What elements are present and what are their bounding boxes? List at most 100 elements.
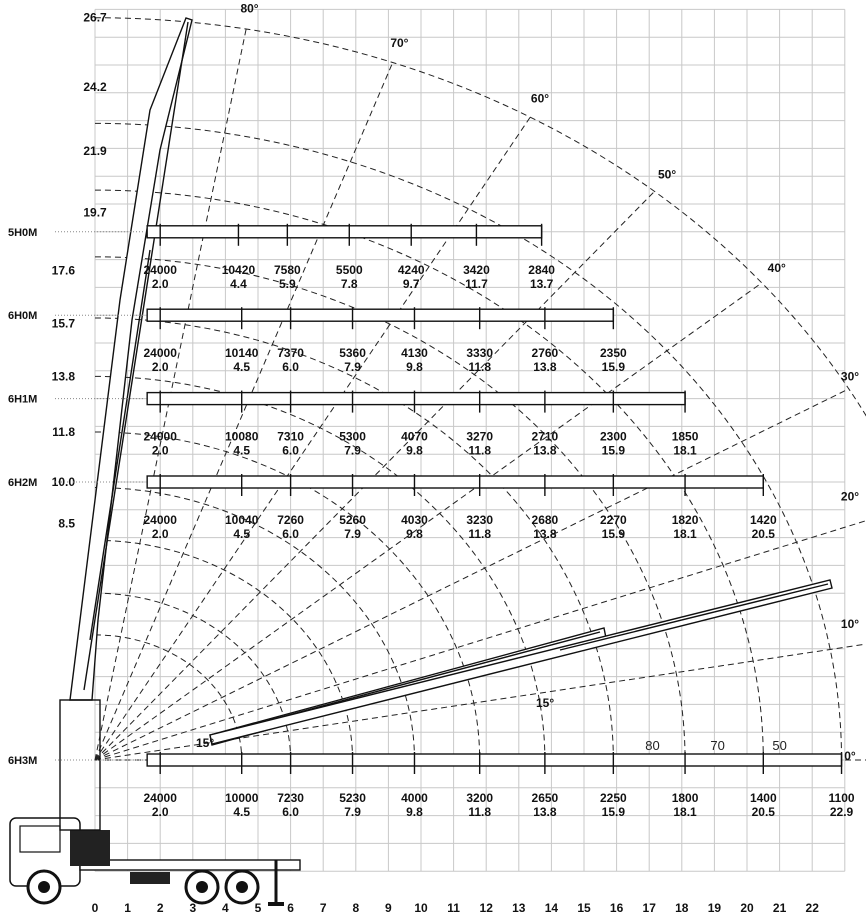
angle-label: 40° — [768, 261, 786, 275]
load-value: 2760 — [532, 346, 559, 360]
radius-value: 15.9 — [602, 805, 626, 819]
boom-section — [146, 308, 615, 322]
radius-value: 18.1 — [673, 444, 697, 458]
radius-arc — [94, 634, 243, 761]
height-label: 17.6 — [52, 264, 76, 278]
load-value: 7580 — [274, 263, 301, 277]
radius-value: 6.0 — [282, 805, 299, 819]
radius-arc — [94, 375, 546, 761]
radius-value: 15.9 — [602, 527, 626, 541]
load-value: 1100 — [829, 791, 855, 805]
radius-value: 7.9 — [344, 805, 361, 819]
x-tick-label: 6 — [287, 901, 294, 915]
x-tick-label: 8 — [352, 901, 359, 915]
config-label: 6H1M — [8, 394, 37, 406]
load-value: 10080 — [225, 430, 259, 444]
angle-ray — [94, 191, 655, 761]
extension-angle-label: 50 — [772, 738, 786, 753]
angle-label: 80° — [240, 2, 258, 16]
load-value: 2250 — [600, 791, 627, 805]
radius-arc — [94, 431, 481, 761]
x-tick-label: 3 — [189, 901, 196, 915]
radius-value: 9.7 — [403, 277, 420, 291]
angle-label: 0° — [844, 749, 856, 763]
load-value: 24000 — [144, 791, 178, 805]
radius-value: 6.0 — [282, 360, 299, 374]
load-value: 3270 — [466, 430, 493, 444]
radius-value: 18.1 — [673, 805, 697, 819]
load-value: 2350 — [600, 346, 627, 360]
load-value: 1800 — [672, 791, 699, 805]
radius-value: 5.9 — [279, 277, 296, 291]
angle-label: 30° — [841, 370, 859, 384]
radius-value: 7.9 — [344, 360, 361, 374]
radius-arc — [94, 592, 292, 761]
load-value: 7260 — [277, 513, 304, 527]
x-tick-label: 4 — [222, 901, 229, 915]
x-tick-label: 5 — [255, 901, 262, 915]
load-value: 2650 — [532, 791, 559, 805]
radius-value: 13.8 — [533, 444, 557, 458]
height-label: 8.5 — [58, 517, 75, 531]
height-label: 24.2 — [83, 80, 107, 94]
x-tick-label: 9 — [385, 901, 392, 915]
radius-value: 13.8 — [533, 805, 557, 819]
load-value: 4000 — [401, 791, 428, 805]
height-label: 15.7 — [52, 317, 76, 331]
height-label: 10.0 — [52, 475, 76, 489]
inclined-booms — [209, 579, 833, 746]
radius-value: 4.5 — [233, 805, 250, 819]
height-label: 19.7 — [83, 205, 107, 219]
radius-arc — [94, 256, 686, 761]
x-tick-label: 16 — [610, 901, 624, 915]
radius-value: 15.9 — [602, 360, 626, 374]
radius-arc — [94, 189, 764, 761]
radius-value: 2.0 — [152, 444, 169, 458]
load-value: 24000 — [144, 263, 178, 277]
x-tick-label: 13 — [512, 901, 526, 915]
horizontal-booms — [146, 223, 843, 774]
load-value: 4030 — [401, 513, 428, 527]
height-label: 11.8 — [52, 425, 75, 439]
angle-label: 60° — [531, 92, 549, 106]
angle-ray — [94, 62, 394, 761]
radius-value: 7.9 — [344, 527, 361, 541]
load-value: 2680 — [532, 513, 559, 527]
radius-value: 4.5 — [233, 444, 250, 458]
load-value: 7370 — [277, 346, 304, 360]
load-value: 2840 — [528, 263, 555, 277]
radius-value: 2.0 — [152, 360, 169, 374]
radius-value: 13.7 — [530, 277, 554, 291]
load-value: 7310 — [277, 430, 304, 444]
load-value: 2300 — [600, 430, 627, 444]
load-value: 4130 — [401, 346, 428, 360]
angle-label: 50° — [658, 168, 676, 182]
load-value: 24000 — [144, 513, 178, 527]
load-value: 7230 — [277, 791, 304, 805]
radius-value: 2.0 — [152, 527, 169, 541]
x-tick-label: 14 — [545, 901, 559, 915]
jib-angle-label: 15° — [196, 736, 214, 750]
angle-ray — [94, 520, 866, 761]
height-label: 13.8 — [52, 369, 76, 383]
x-tick-label: 17 — [643, 901, 657, 915]
radius-value: 15.9 — [602, 444, 626, 458]
radius-value: 11.7 — [465, 277, 488, 291]
load-value: 10000 — [225, 791, 259, 805]
extension-angle-label: 80 — [645, 738, 659, 753]
height-label: 21.9 — [83, 144, 107, 158]
x-tick-label: 2 — [157, 901, 164, 915]
load-value: 4240 — [398, 263, 425, 277]
load-value: 3200 — [466, 791, 493, 805]
load-value: 5230 — [339, 791, 366, 805]
x-tick-label: 0 — [92, 901, 99, 915]
radius-value: 7.9 — [344, 444, 361, 458]
radius-value: 4.5 — [233, 527, 250, 541]
x-tick-label: 1 — [124, 901, 131, 915]
config-label: 6H3M — [8, 755, 37, 767]
load-value: 10420 — [222, 263, 256, 277]
config-label: 6H0M — [8, 310, 37, 322]
radius-arc — [94, 122, 843, 761]
radius-value: 6.0 — [282, 444, 299, 458]
